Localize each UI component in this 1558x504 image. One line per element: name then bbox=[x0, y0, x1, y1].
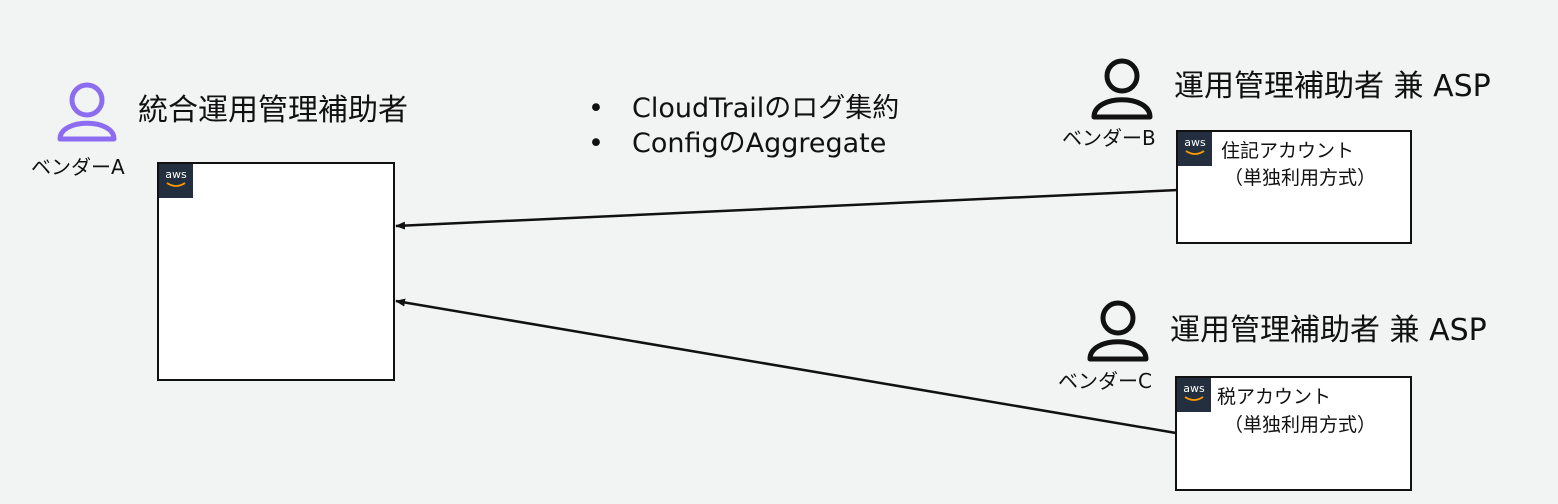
account-b-name: 住記アカウント bbox=[1221, 140, 1355, 162]
bullet-text: ConfigのAggregate bbox=[632, 128, 887, 159]
user-icon-central bbox=[57, 82, 117, 142]
account-c-role-title: 運用管理補助者 兼 ASP bbox=[1170, 313, 1487, 348]
account-c-aws-box[interactable]: aws 税アカウント （単独利用方式） bbox=[1175, 376, 1412, 491]
user-icon-vendor-c bbox=[1087, 300, 1149, 362]
aws-smile-icon bbox=[166, 182, 186, 187]
vendor-b-label: ベンダーB bbox=[1062, 126, 1156, 150]
bullet-text: CloudTrailのログ集約 bbox=[632, 93, 900, 124]
bullet-marker: • bbox=[588, 93, 604, 124]
vendor-a-label: ベンダーA bbox=[31, 155, 125, 179]
aws-logo-icon: aws bbox=[1177, 378, 1211, 412]
aws-smile-icon bbox=[1184, 396, 1204, 401]
central-role-title: 統合運用管理補助者 bbox=[138, 93, 408, 128]
user-icon-vendor-b bbox=[1091, 58, 1153, 120]
aws-logo-icon: aws bbox=[159, 164, 193, 198]
account-b-role-title: 運用管理補助者 兼 ASP bbox=[1174, 69, 1491, 104]
arrow-b-to-central bbox=[395, 188, 1179, 230]
aws-logo-icon: aws bbox=[1178, 132, 1212, 166]
central-aws-account-box[interactable]: aws bbox=[157, 162, 395, 381]
account-c-method: （単独利用方式） bbox=[1224, 414, 1377, 436]
account-c-name: 税アカウント bbox=[1217, 386, 1332, 408]
account-b-aws-box[interactable]: aws 住記アカウント （単独利用方式） bbox=[1176, 130, 1412, 244]
vendor-c-label: ベンダーC bbox=[1058, 369, 1152, 393]
aws-smile-icon bbox=[1185, 150, 1205, 155]
arrow-c-to-central bbox=[395, 298, 1177, 435]
account-b-method: （単独利用方式） bbox=[1224, 167, 1377, 189]
bullet-marker: • bbox=[588, 128, 604, 159]
